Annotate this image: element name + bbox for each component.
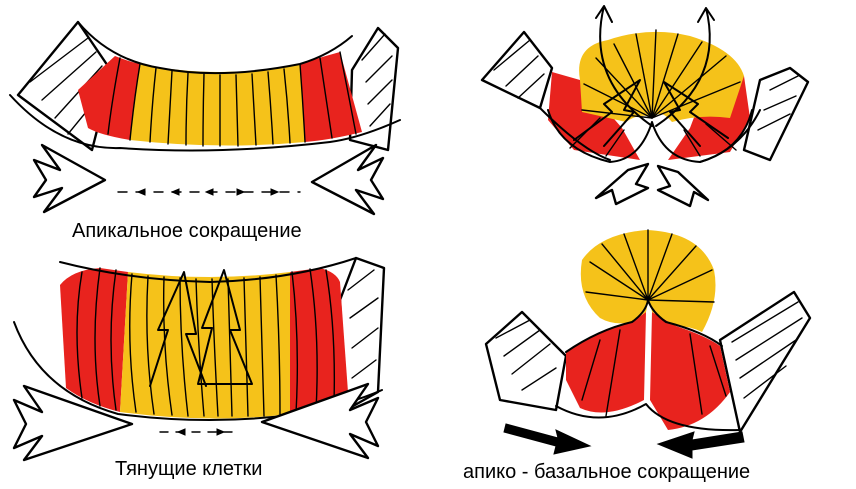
panel2-red-right — [290, 268, 348, 414]
caption-apicobasal-contraction: апико - базальное сокращение — [463, 461, 750, 484]
panel3-yellow-cup — [579, 32, 744, 122]
panel1-yellow-center — [130, 64, 305, 146]
panel1-dashed-arrows — [118, 189, 300, 195]
panel4-arrow-right — [504, 424, 590, 454]
panel-pulling-cells — [14, 258, 384, 460]
panel4-white-cells — [486, 292, 810, 432]
panel4-red-left — [566, 312, 646, 413]
caption-apical-contraction: Апикальное сокращение — [72, 220, 302, 243]
panel2-dashed-arrows — [160, 429, 240, 435]
panel1-arrow-left — [34, 145, 105, 212]
panel-apical-contraction — [10, 22, 400, 214]
panel1-arrow-right — [312, 145, 383, 214]
caption-pulling-cells: Тянущие клетки — [115, 458, 262, 481]
panel4-arrow-left — [658, 432, 744, 458]
panel-apicobasal-bottom — [486, 230, 810, 458]
panel2-red-left — [60, 268, 128, 412]
panel3-arrow-up-left — [596, 164, 648, 204]
panel2-yellow-center — [120, 272, 290, 419]
panel-apicobasal-top — [482, 6, 808, 206]
panel3-arrow-up-right — [658, 166, 708, 206]
